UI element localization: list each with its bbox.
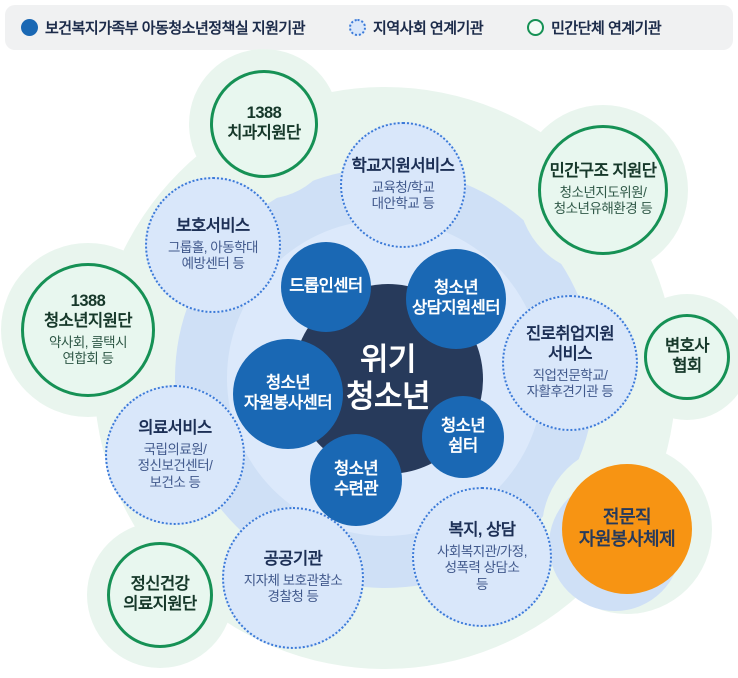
node-title: 의료서비스 [138, 418, 212, 437]
node-youth-counseling-support-center: 청소년 상담지원센터 [406, 249, 506, 349]
node-medical-service: 의료서비스 국립의료원/ 정신보건센터/ 보건소 등 [105, 385, 245, 525]
node-subtitle: 국립의료원/ 정신보건센터/ 보건소 등 [137, 441, 213, 490]
node-private-rescue-support: 민간구조 지원단 청소년지도위원/ 청소년유해환경 등 [538, 125, 668, 255]
node-1388-dental-support: 1388 치과지원단 [210, 70, 318, 178]
center-title: 위기 청소년 [345, 342, 431, 414]
node-professional-volunteer-system: 전문직 자원봉사체제 [562, 464, 692, 594]
node-title: 청소년 자원봉사센터 [243, 374, 333, 412]
node-title: 정신건강 의료지원단 [123, 575, 197, 613]
node-title: 청소년 쉼터 [440, 417, 486, 455]
node-title: 복지, 상담 [448, 520, 516, 539]
node-title: 민간구조 지원단 [549, 162, 657, 181]
node-subtitle: 교육청/학교 대안학교 등 [371, 179, 435, 212]
node-subtitle: 약사회, 콜택시 연합회 등 [48, 334, 128, 367]
node-1388-youth-support: 1388 청소년지원단 약사회, 콜택시 연합회 등 [21, 263, 155, 397]
node-subtitle: 청소년지도위원/ 청소년유해환경 등 [553, 184, 653, 217]
legend-swatch-community-icon [349, 19, 367, 36]
legend-item-community: 지역사회 연계기관 [349, 17, 484, 38]
node-title: 1388 치과지원단 [227, 104, 301, 142]
node-title: 진로취업지원 서비스 [525, 325, 615, 364]
node-youth-shelter: 청소년 쉼터 [422, 396, 504, 478]
node-title: 청소년 수련관 [333, 460, 379, 498]
legend-swatch-private-icon [527, 19, 545, 36]
node-title: 1388 청소년지원단 [43, 292, 133, 331]
node-title: 청소년 상담지원센터 [411, 279, 501, 317]
legend-label-community: 지역사회 연계기관 [373, 20, 484, 37]
node-subtitle: 직업전문학교/ 자활후견기관 등 [526, 367, 614, 400]
legend-label-private: 민간단체 연계기관 [551, 20, 662, 37]
node-public-institutions: 공공기관 지자체 보호관찰소 경찰청 등 [222, 507, 364, 649]
node-youth-training-center: 청소년 수련관 [310, 434, 402, 526]
node-title: 공공기관 [263, 550, 323, 569]
legend-bar: 보건복지가족부 아동청소년정책실 지원기관 지역사회 연계기관 민간단체 연계기… [5, 5, 733, 50]
legend-swatch-government-icon [21, 19, 38, 36]
legend-item-private: 민간단체 연계기관 [527, 17, 662, 38]
node-subtitle: 그룹홀, 아동학대 예방센터 등 [168, 239, 258, 272]
node-title: 학교지원서비스 [351, 157, 455, 176]
node-subtitle: 사회복지관/가정, 성폭력 상담소 등 [437, 543, 527, 592]
node-title: 드롭인센터 [289, 277, 363, 296]
node-youth-volunteer-center: 청소년 자원봉사센터 [233, 339, 343, 449]
node-lawyer-association: 변호사 협회 [644, 314, 730, 400]
node-welfare-counseling: 복지, 상담 사회복지관/가정, 성폭력 상담소 등 [412, 487, 552, 627]
node-title: 보호서비스 [176, 217, 250, 236]
node-title: 전문직 자원봉사체제 [578, 507, 676, 549]
node-dropin-center: 드롭인센터 [281, 242, 371, 332]
legend-label-government: 보건복지가족부 아동청소년정책실 지원기관 [45, 20, 306, 37]
node-school-support-service: 학교지원서비스 교육청/학교 대안학교 등 [340, 122, 466, 248]
node-subtitle: 지자체 보호관찰소 경찰청 등 [243, 572, 343, 605]
node-protection-service: 보호서비스 그룹홀, 아동학대 예방센터 등 [145, 177, 281, 313]
node-career-employment-service: 진로취업지원 서비스 직업전문학교/ 자활후견기관 등 [502, 295, 638, 431]
node-mental-health-medical-support: 정신건강 의료지원단 [107, 542, 213, 648]
legend-item-government: 보건복지가족부 아동청소년정책실 지원기관 [21, 17, 306, 38]
node-title: 변호사 협회 [664, 337, 710, 375]
